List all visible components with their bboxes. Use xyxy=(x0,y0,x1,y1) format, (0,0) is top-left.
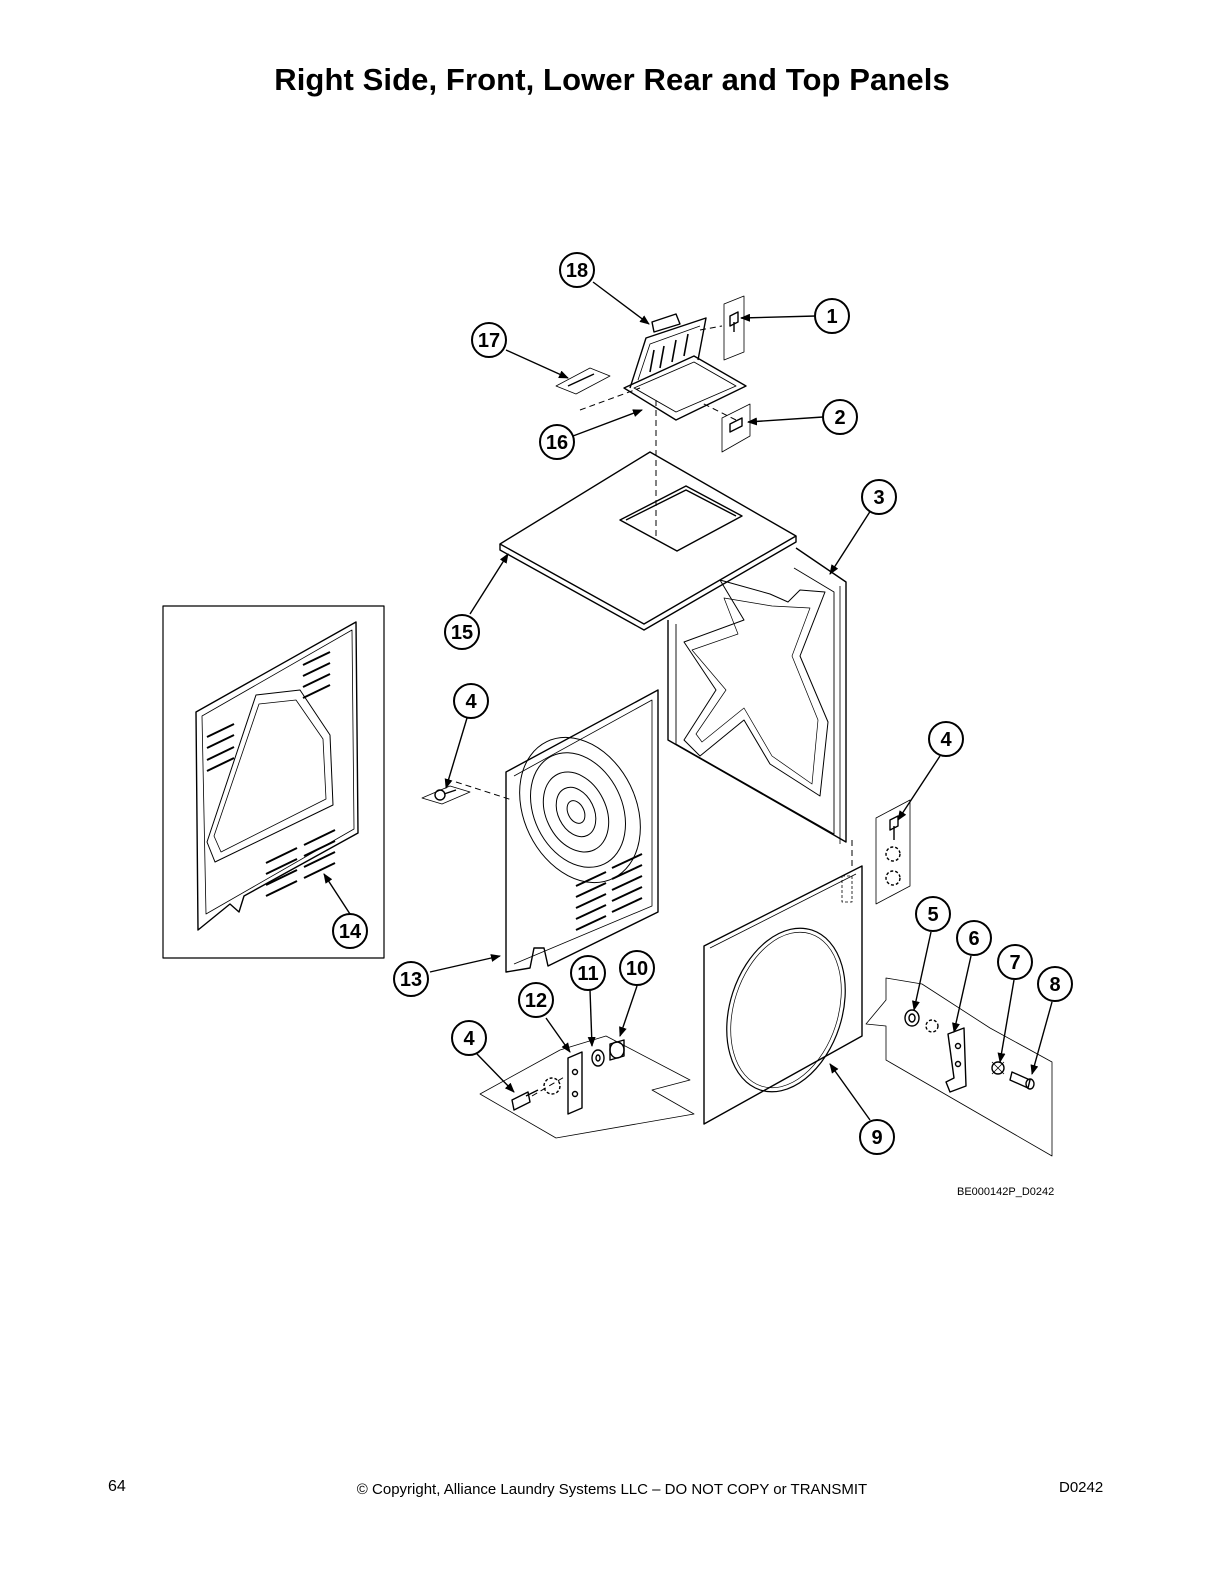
callout-label: 4 xyxy=(465,691,477,713)
callout-label: 10 xyxy=(626,958,648,980)
leader-arrows xyxy=(323,281,1053,1121)
callout-18: 18 xyxy=(559,252,595,288)
callout-13: 13 xyxy=(393,961,429,997)
callout-11: 11 xyxy=(570,955,606,991)
footer-doc-code: D0242 xyxy=(1059,1479,1104,1496)
callout-2: 2 xyxy=(822,399,858,435)
callout-9: 9 xyxy=(859,1119,895,1155)
callout-label: 17 xyxy=(478,330,500,352)
callout-16: 16 xyxy=(539,424,575,460)
callout-8: 8 xyxy=(1037,966,1073,1002)
hardware-2 xyxy=(721,403,751,453)
callout-label: 9 xyxy=(871,1127,882,1149)
callout-12: 12 xyxy=(518,982,554,1018)
callout-label: 5 xyxy=(927,904,938,926)
callout-label: 18 xyxy=(566,260,588,282)
callout-10: 10 xyxy=(619,950,655,986)
callout-label: 6 xyxy=(968,928,979,950)
callout-label: 4 xyxy=(940,729,952,751)
callout-label: 3 xyxy=(873,487,884,509)
front-panel-13 xyxy=(505,689,659,973)
page-title: Right Side, Front, Lower Rear and Top Pa… xyxy=(274,62,950,97)
hardware-4-right xyxy=(875,799,911,905)
callout-6: 6 xyxy=(956,920,992,956)
hardware-1 xyxy=(723,295,745,361)
callout-4-left: 4 xyxy=(453,683,489,719)
callout-4-lower: 4 xyxy=(451,1020,487,1056)
right-side-panel-3 xyxy=(667,547,847,844)
callout-label: 1 xyxy=(826,306,837,328)
callout-label: 4 xyxy=(463,1028,475,1050)
callout-3: 3 xyxy=(861,479,897,515)
callout-label: 14 xyxy=(339,921,362,943)
hardware-17 xyxy=(555,367,611,395)
assembly-lines xyxy=(455,325,853,1097)
footer-copyright: © Copyright, Alliance Laundry Systems LL… xyxy=(356,1481,868,1498)
callout-1: 1 xyxy=(814,298,850,334)
callout-4-right: 4 xyxy=(928,721,964,757)
callout-14: 14 xyxy=(332,913,368,949)
hardware-lower-left-group xyxy=(479,1035,695,1139)
callout-label: 7 xyxy=(1009,952,1020,974)
inset-panel-14-box xyxy=(162,605,385,959)
callout-label: 8 xyxy=(1049,974,1060,996)
footer-page-number: 64 xyxy=(108,1478,126,1495)
callout-label: 11 xyxy=(577,963,598,985)
control-panel-16-18 xyxy=(623,313,747,421)
callout-15: 15 xyxy=(444,614,480,650)
callout-label: 12 xyxy=(525,990,547,1012)
callout-label: 15 xyxy=(451,622,473,644)
callout-label: 2 xyxy=(834,407,845,429)
callout-label: 13 xyxy=(400,969,422,991)
lower-rear-panel-9 xyxy=(703,865,863,1125)
callout-7: 7 xyxy=(997,944,1033,980)
hardware-lower-right-group xyxy=(865,977,1053,1157)
drawing-id: BE000142P_D0242 xyxy=(957,1186,1055,1198)
hardware-4-left xyxy=(421,785,471,805)
callout-5: 5 xyxy=(915,896,951,932)
top-panel-15 xyxy=(499,451,797,631)
callout-17: 17 xyxy=(471,322,507,358)
callout-label: 16 xyxy=(546,432,568,454)
